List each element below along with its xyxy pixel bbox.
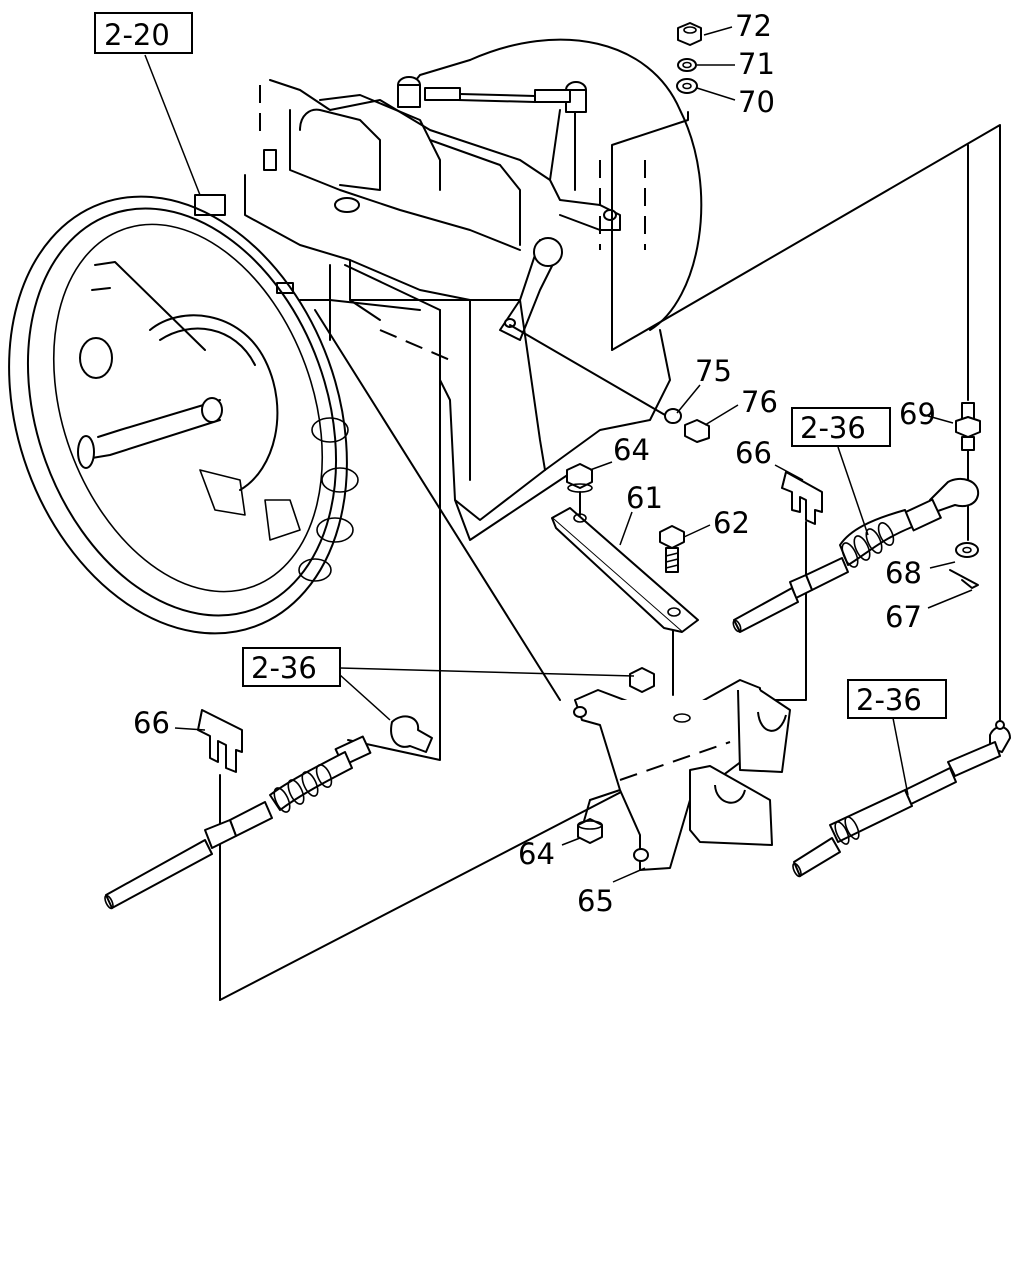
section-ref-2-20: 2-20 — [94, 12, 193, 54]
callout-67: 67 — [885, 600, 922, 634]
callout-68: 68 — [885, 556, 922, 590]
callout-72: 72 — [735, 9, 772, 43]
nut-drawing — [629, 667, 655, 693]
section-ref-2-36-right-upper: 2-36 — [791, 407, 891, 447]
callout-64-top: 64 — [613, 433, 650, 467]
cable-clip-drawing — [197, 709, 243, 773]
callout-66-right: 66 — [735, 436, 772, 470]
callout-61: 61 — [626, 481, 663, 515]
cable-bracket-drawing — [551, 507, 699, 633]
shift-cable-drawing — [732, 477, 980, 633]
callout-64-bottom: 64 — [518, 837, 555, 871]
section-ref-2-36-right-lower: 2-36 — [847, 679, 947, 719]
nut-drawing — [684, 419, 710, 443]
callout-75: 75 — [695, 354, 732, 388]
select-cable-drawing — [104, 715, 433, 910]
callout-76: 76 — [741, 385, 778, 419]
hardware-parts — [566, 22, 981, 844]
svg-text:2-36: 2-36 — [251, 651, 317, 685]
svg-text:2-20: 2-20 — [104, 18, 170, 52]
callout-70: 70 — [738, 85, 775, 119]
cotter-pin-drawing — [949, 569, 979, 589]
callout-71: 71 — [738, 47, 775, 81]
callout-66-left: 66 — [133, 706, 170, 740]
transmission-housing-drawing — [194, 38, 703, 541]
cable-bracket-drawing — [573, 679, 791, 871]
svg-text:2-36: 2-36 — [856, 683, 922, 717]
washer-drawing — [955, 542, 979, 558]
flywheel-drawing — [8, 195, 421, 635]
bolt-drawing — [659, 525, 685, 573]
section-ref-2-36-left: 2-36 — [242, 647, 341, 687]
washer-drawing — [676, 78, 698, 94]
svg-text:2-36: 2-36 — [800, 411, 866, 445]
callout-numbers: 72 71 70 75 76 69 64 66 61 62 68 67 66 6… — [133, 9, 936, 918]
shift-cable-drawing — [792, 720, 1011, 878]
washer-drawing — [677, 58, 697, 72]
callout-69: 69 — [899, 397, 936, 431]
nut-drawing — [677, 22, 702, 46]
leader-lines — [144, 26, 973, 883]
nut-drawing — [566, 463, 593, 516]
nut-drawing — [577, 818, 603, 844]
callout-62: 62 — [713, 506, 750, 540]
cable-clip-drawing — [781, 471, 823, 525]
stud-drawing — [955, 402, 981, 451]
callout-65: 65 — [577, 884, 614, 918]
